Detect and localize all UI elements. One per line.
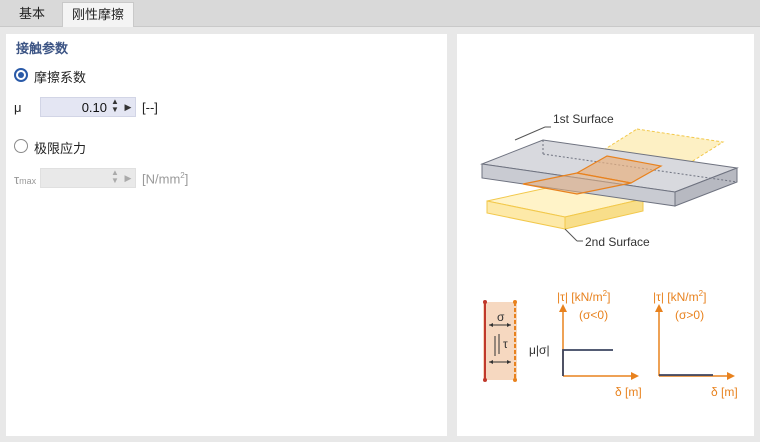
mu-spinner[interactable]: ▲▼ [111,97,119,114]
mu-value: 0.10 [81,100,107,115]
section-title: 接触参数 [16,41,69,56]
mu-input[interactable]: 0.10 ▲▼ ▶ [40,97,136,117]
tau-max-spinner[interactable]: ▲▼ [111,168,119,185]
first-surface-label: 1st Surface [553,112,614,126]
chart-left-xlabel: δ [m] [615,385,642,399]
friction-coefficient-radio[interactable] [14,68,28,82]
chart-left-condition: (σ<0) [579,308,608,322]
tab-bar: 基本 刚性摩擦 [0,0,760,27]
second-surface-leader [564,228,578,242]
diagram-panel: 1st Surface 2nd Surface σ τ |τ [457,34,754,436]
chart-right-ylabel: |τ| [kN/m2] [653,289,706,304]
chart-left-ylabel: |τ| [kN/m2] [557,289,610,304]
friction-coefficient-label: 摩擦系数 [34,70,87,85]
mu-symbol: μ [14,100,22,115]
tau-max-menu-arrow-icon[interactable]: ▶ [124,173,132,183]
chart-compression [559,304,639,380]
tab-basic[interactable]: 基本 [18,6,45,21]
limit-stress-label: 极限应力 [34,141,87,156]
tab-rigid-friction[interactable]: 刚性摩擦 [62,2,134,27]
chart-left-level-label: μ|σ| [529,343,550,357]
chart-tension [655,304,735,380]
contact-parameters-panel: 接触参数 摩擦系数 μ 0.10 ▲▼ ▶ [--] 极限应力 τmax ▲▼ … [6,34,447,436]
tau-label: τ [503,337,508,351]
mu-menu-arrow-icon[interactable]: ▶ [124,102,132,112]
chart-right-xlabel: δ [m] [711,385,738,399]
mu-unit: [--] [142,100,158,115]
contact-area-front-shape [522,172,632,195]
contact-diagram: 1st Surface 2nd Surface σ τ |τ [480,112,739,399]
sigma-label: σ [497,310,505,324]
contact-element-icon [483,300,517,382]
first-surface-leader [514,126,546,141]
tau-max-unit: [N/mm2] [142,171,189,187]
limit-stress-radio[interactable] [14,139,28,153]
second-surface-label: 2nd Surface [585,235,650,249]
tau-max-input[interactable]: ▲▼ ▶ [40,168,136,188]
chart-right-condition: (σ>0) [675,308,704,322]
tau-max-symbol: τmax [14,172,37,187]
